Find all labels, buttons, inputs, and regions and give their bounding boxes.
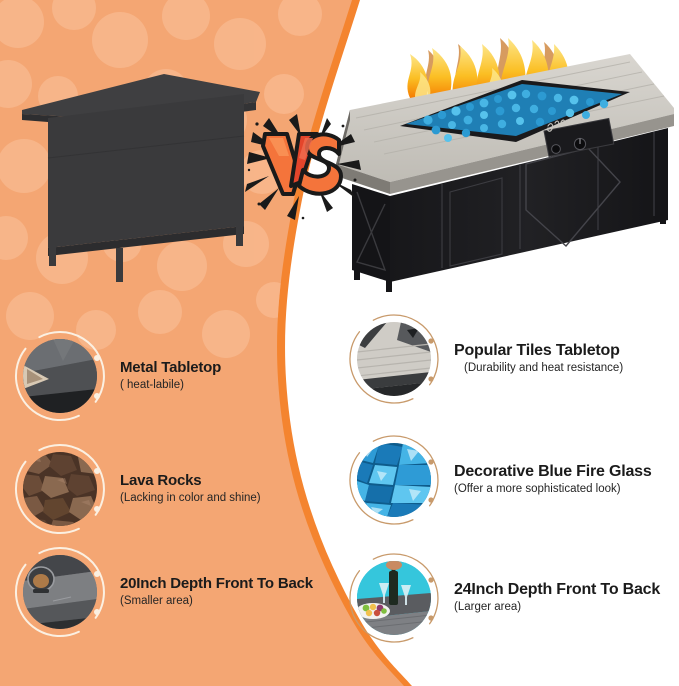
thumb-large-table-dining <box>357 561 431 635</box>
thumb-ring-decoration <box>349 314 439 404</box>
thumb-ring-decoration <box>15 444 105 535</box>
feature-title: 20Inch Depth Front To Back <box>120 575 313 593</box>
feature-title: Metal Tabletop <box>120 359 222 377</box>
thumb-lava-rocks <box>23 452 97 526</box>
thumb-ring-decoration <box>349 435 439 525</box>
feature-depth-20-inch: 20Inch Depth Front To Back (Smaller area… <box>14 546 313 638</box>
competitor-product-image <box>8 62 288 302</box>
feature-text: 20Inch Depth Front To Back (Smaller area… <box>120 575 313 608</box>
feature-title: Lava Rocks <box>120 472 202 490</box>
thumb-wrap <box>14 330 106 422</box>
feature-popular-tiles-tabletop: Popular Tiles Tabletop (Durability and h… <box>348 313 623 405</box>
feature-subtitle: (Durability and heat resistance) <box>464 362 624 375</box>
feature-text: Decorative Blue Fire Glass (Offer a more… <box>454 463 652 497</box>
fire-glass-bed <box>423 89 609 142</box>
thumb-wrap <box>348 552 440 644</box>
thumb-metal-tabletop <box>23 339 97 413</box>
feature-text: Metal Tabletop ( heat-labile) <box>120 359 221 392</box>
thumb-ring-decoration <box>349 553 439 643</box>
thumb-ring-decoration <box>15 547 105 638</box>
thumb-wrap <box>348 313 440 405</box>
feature-subtitle: (Larger area) <box>454 601 522 614</box>
feature-subtitle: (Offer a more sophisticated look) <box>454 483 621 496</box>
feature-depth-24-inch: 24Inch Depth Front To Back (Larger area) <box>348 552 660 644</box>
vs-badge <box>243 112 363 224</box>
thumb-wrap <box>14 546 106 638</box>
feature-subtitle: (Smaller area) <box>120 594 193 607</box>
thumb-small-table-depth <box>23 555 97 629</box>
featured-product-image <box>330 14 679 294</box>
feature-title: 24Inch Depth Front To Back <box>454 580 661 598</box>
feature-metal-tabletop: Metal Tabletop ( heat-labile) <box>14 330 221 422</box>
feature-title: Decorative Blue Fire Glass <box>454 462 652 480</box>
feature-subtitle: ( heat-labile) <box>120 378 184 391</box>
thumb-blue-fire-glass <box>357 443 431 517</box>
feature-text: 24Inch Depth Front To Back (Larger area) <box>454 581 660 615</box>
feature-subtitle: (Lacking in color and shine) <box>120 491 261 504</box>
feature-text: Popular Tiles Tabletop (Durability and h… <box>454 342 623 376</box>
feature-lava-rocks: Lava Rocks (Lacking in color and shine) <box>14 443 261 535</box>
brand-logo <box>547 119 568 132</box>
thumb-ring-decoration <box>15 331 105 422</box>
feature-title: Popular Tiles Tabletop <box>454 341 620 359</box>
feature-text: Lava Rocks (Lacking in color and shine) <box>120 472 261 505</box>
thumb-wrap <box>348 434 440 526</box>
thumb-tile-tabletop <box>357 322 431 396</box>
feature-decorative-blue-fire-glass: Decorative Blue Fire Glass (Offer a more… <box>348 434 652 526</box>
thumb-wrap <box>14 443 106 535</box>
